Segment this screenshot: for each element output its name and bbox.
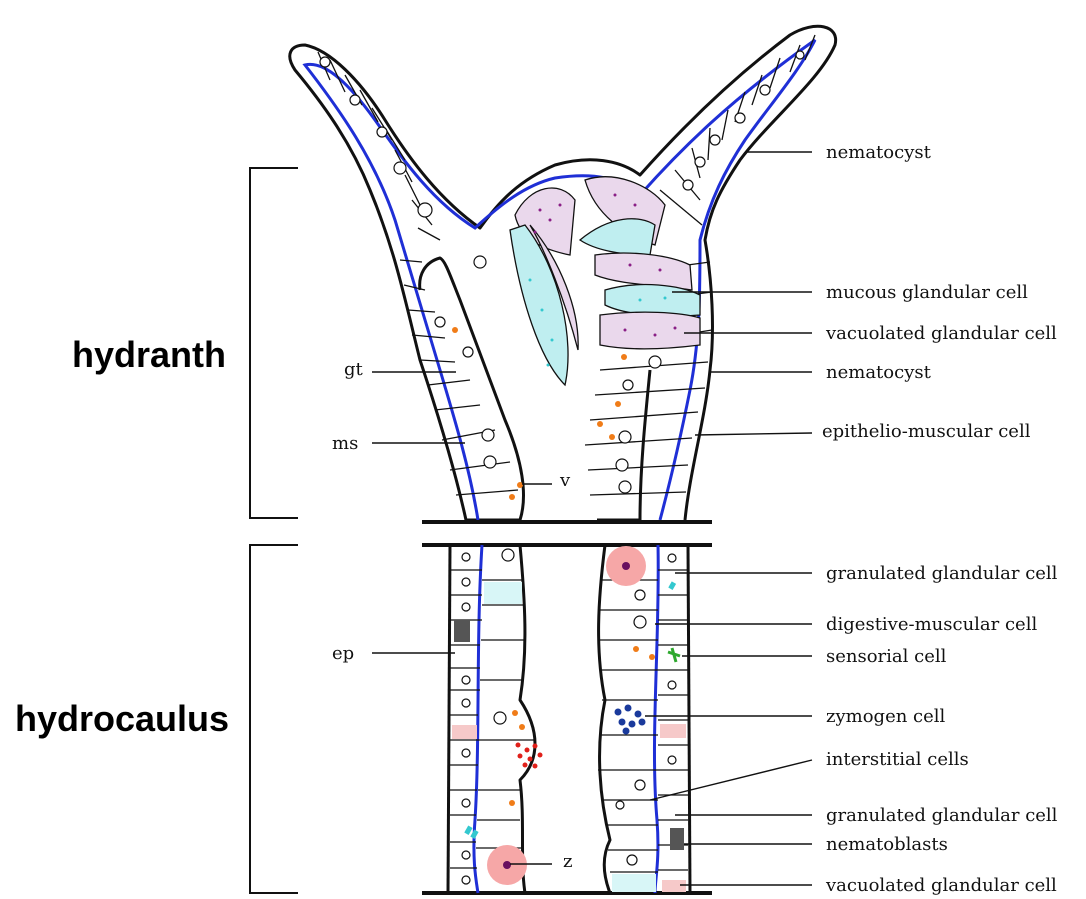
hydrocaulus-bracket: [250, 545, 298, 893]
label-nematoblasts: nematoblasts: [826, 834, 948, 855]
hydranth-section-label: hydranth: [72, 334, 226, 375]
label-mucous-glandular: mucous glandular cell: [826, 282, 1028, 303]
label-v: v: [559, 470, 571, 491]
label-nematocyst-top: nematocyst: [826, 142, 932, 163]
label-ep: ep: [332, 643, 354, 664]
label-sensorial: sensorial cell: [826, 646, 947, 667]
hydrocaulus-section-label: hydrocaulus: [15, 698, 229, 739]
orange-granules-hydranth: [452, 327, 627, 500]
label-digestive-muscular: digestive-muscular cell: [826, 614, 1037, 635]
mucous-cell-hydrocaulus: [484, 582, 522, 604]
hydrocaulus-body: [422, 545, 712, 893]
mucous-cell-upper: [580, 219, 655, 255]
pink-cell-bottom-nucleus: [503, 861, 511, 869]
vacuolated-red-cell-bottom: [662, 880, 686, 892]
sensorial-cell-mark: [668, 648, 680, 662]
label-zymogen: zymogen cell: [826, 706, 946, 727]
label-granulated-1: granulated glandular cell: [826, 563, 1058, 584]
pink-cell-top-nucleus: [622, 562, 630, 570]
nuclei-hydranth: [320, 51, 804, 493]
vacuolated-red-cell-left: [452, 725, 477, 739]
label-ms: ms: [332, 433, 358, 454]
zymogen-granules: [615, 705, 646, 735]
leader-epithelio: [695, 433, 812, 435]
vacuolated-cell-lower: [600, 312, 700, 349]
label-gt: gt: [344, 359, 364, 380]
label-granulated-2: granulated glandular cell: [826, 805, 1058, 826]
hydranth-bracket: [250, 168, 298, 518]
label-epithelio-muscular: epithelio-muscular cell: [822, 421, 1031, 442]
left-labels: gt ms v ep z: [332, 359, 572, 872]
label-z: z: [563, 851, 572, 872]
mucous-cell-right: [605, 285, 700, 317]
leader-interstitial: [650, 760, 812, 800]
label-vacuolated-2: vacuolated glandular cell: [825, 875, 1057, 896]
label-interstitial: interstitial cells: [826, 749, 969, 770]
label-nematocyst-2: nematocyst: [826, 362, 932, 383]
label-vacuolated-1: vacuolated glandular cell: [825, 323, 1057, 344]
red-granules: [516, 743, 543, 769]
hydranth-body: [290, 26, 836, 522]
mucous-cell-bottom: [612, 874, 656, 892]
vacuolated-red-cell-right: [660, 724, 686, 738]
